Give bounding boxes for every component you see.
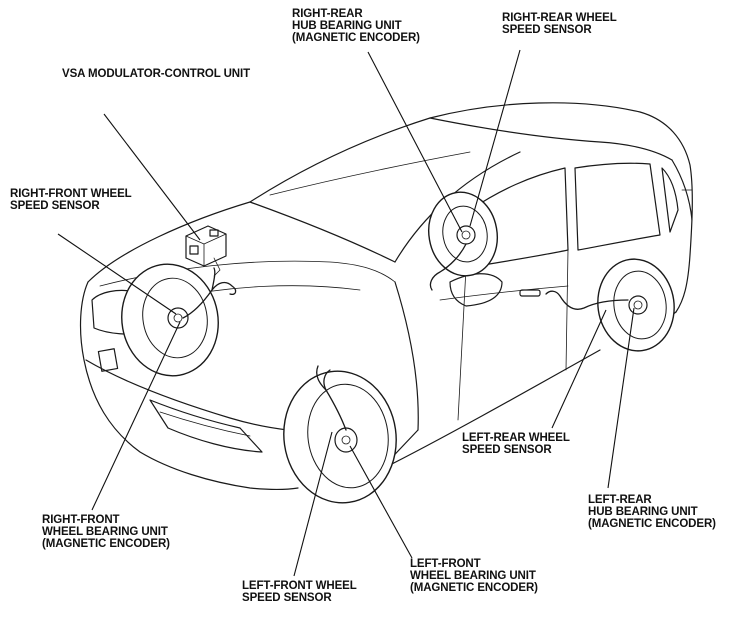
callout-line: LEFT-FRONT — [410, 558, 481, 570]
left-rear-wheel — [597, 258, 675, 352]
leader-lf-sensor — [293, 431, 333, 577]
callout-line: WHEEL BEARING UNIT — [42, 526, 168, 538]
callout-left-rear-hub-bearing-unit: LEFT-REAR HUB BEARING UNIT (MAGNETIC ENC… — [588, 494, 716, 530]
callout-line: VSA MODULATOR-CONTROL UNIT — [62, 68, 250, 80]
leader-lines — [57, 49, 635, 577]
leader-rr-sensor — [469, 49, 521, 227]
callout-right-front-wheel-speed-sensor: RIGHT-FRONT WHEEL SPEED SENSOR — [10, 188, 132, 212]
callout-line: RIGHT-FRONT — [42, 514, 120, 526]
callout-line: (MAGNETIC ENCODER) — [410, 582, 538, 594]
callout-right-front-wheel-bearing-unit: RIGHT-FRONT WHEEL BEARING UNIT (MAGNETIC… — [42, 514, 170, 550]
leader-lr-sensor — [551, 309, 607, 429]
leader-rf-sensor — [57, 233, 177, 315]
callout-left-front-wheel-bearing-unit: LEFT-FRONT WHEEL BEARING UNIT (MAGNETIC … — [410, 558, 538, 594]
callout-right-rear-hub-bearing-unit: RIGHT-REAR HUB BEARING UNIT (MAGNETIC EN… — [292, 8, 420, 44]
vsa-modulator-unit — [185, 225, 227, 277]
right-rear-wheel — [428, 191, 498, 277]
callout-line: RIGHT-REAR WHEEL — [502, 12, 617, 24]
callout-left-front-wheel-speed-sensor: LEFT-FRONT WHEEL SPEED SENSOR — [242, 580, 357, 604]
callout-line: SPEED SENSOR — [242, 592, 332, 604]
callout-line: SPEED SENSOR — [462, 444, 552, 456]
callout-line: LEFT-REAR WHEEL — [462, 432, 570, 444]
left-front-wheel — [283, 370, 397, 504]
callout-line: RIGHT-FRONT WHEEL — [10, 188, 132, 200]
leader-lr-hub — [607, 307, 635, 489]
callout-line: (MAGNETIC ENCODER) — [292, 32, 420, 44]
callout-line: (MAGNETIC ENCODER) — [42, 538, 170, 550]
callout-line: WHEEL BEARING UNIT — [410, 570, 536, 582]
callout-line: HUB BEARING UNIT — [588, 506, 698, 518]
callout-line: RIGHT-REAR — [292, 8, 363, 20]
callout-right-rear-wheel-speed-sensor: RIGHT-REAR WHEEL SPEED SENSOR — [502, 12, 617, 36]
callout-vsa-modulator-control-unit: VSA MODULATOR-CONTROL UNIT — [62, 68, 250, 80]
callout-line: SPEED SENSOR — [10, 200, 100, 212]
callout-line: LEFT-FRONT WHEEL — [242, 580, 357, 592]
callout-line: HUB BEARING UNIT — [292, 20, 402, 32]
callout-left-rear-wheel-speed-sensor: LEFT-REAR WHEEL SPEED SENSOR — [462, 432, 570, 456]
leader-lf-bearing — [349, 445, 413, 559]
leader-rf-bearing — [91, 321, 181, 511]
callout-line: SPEED SENSOR — [502, 24, 592, 36]
leader-rr-hub — [367, 51, 463, 233]
wiring-harnesses — [182, 243, 629, 431]
callout-line: (MAGNETIC ENCODER) — [588, 518, 716, 530]
right-front-wheel — [121, 263, 219, 377]
leader-vsa-unit — [103, 113, 201, 241]
callout-line: LEFT-REAR — [588, 494, 652, 506]
